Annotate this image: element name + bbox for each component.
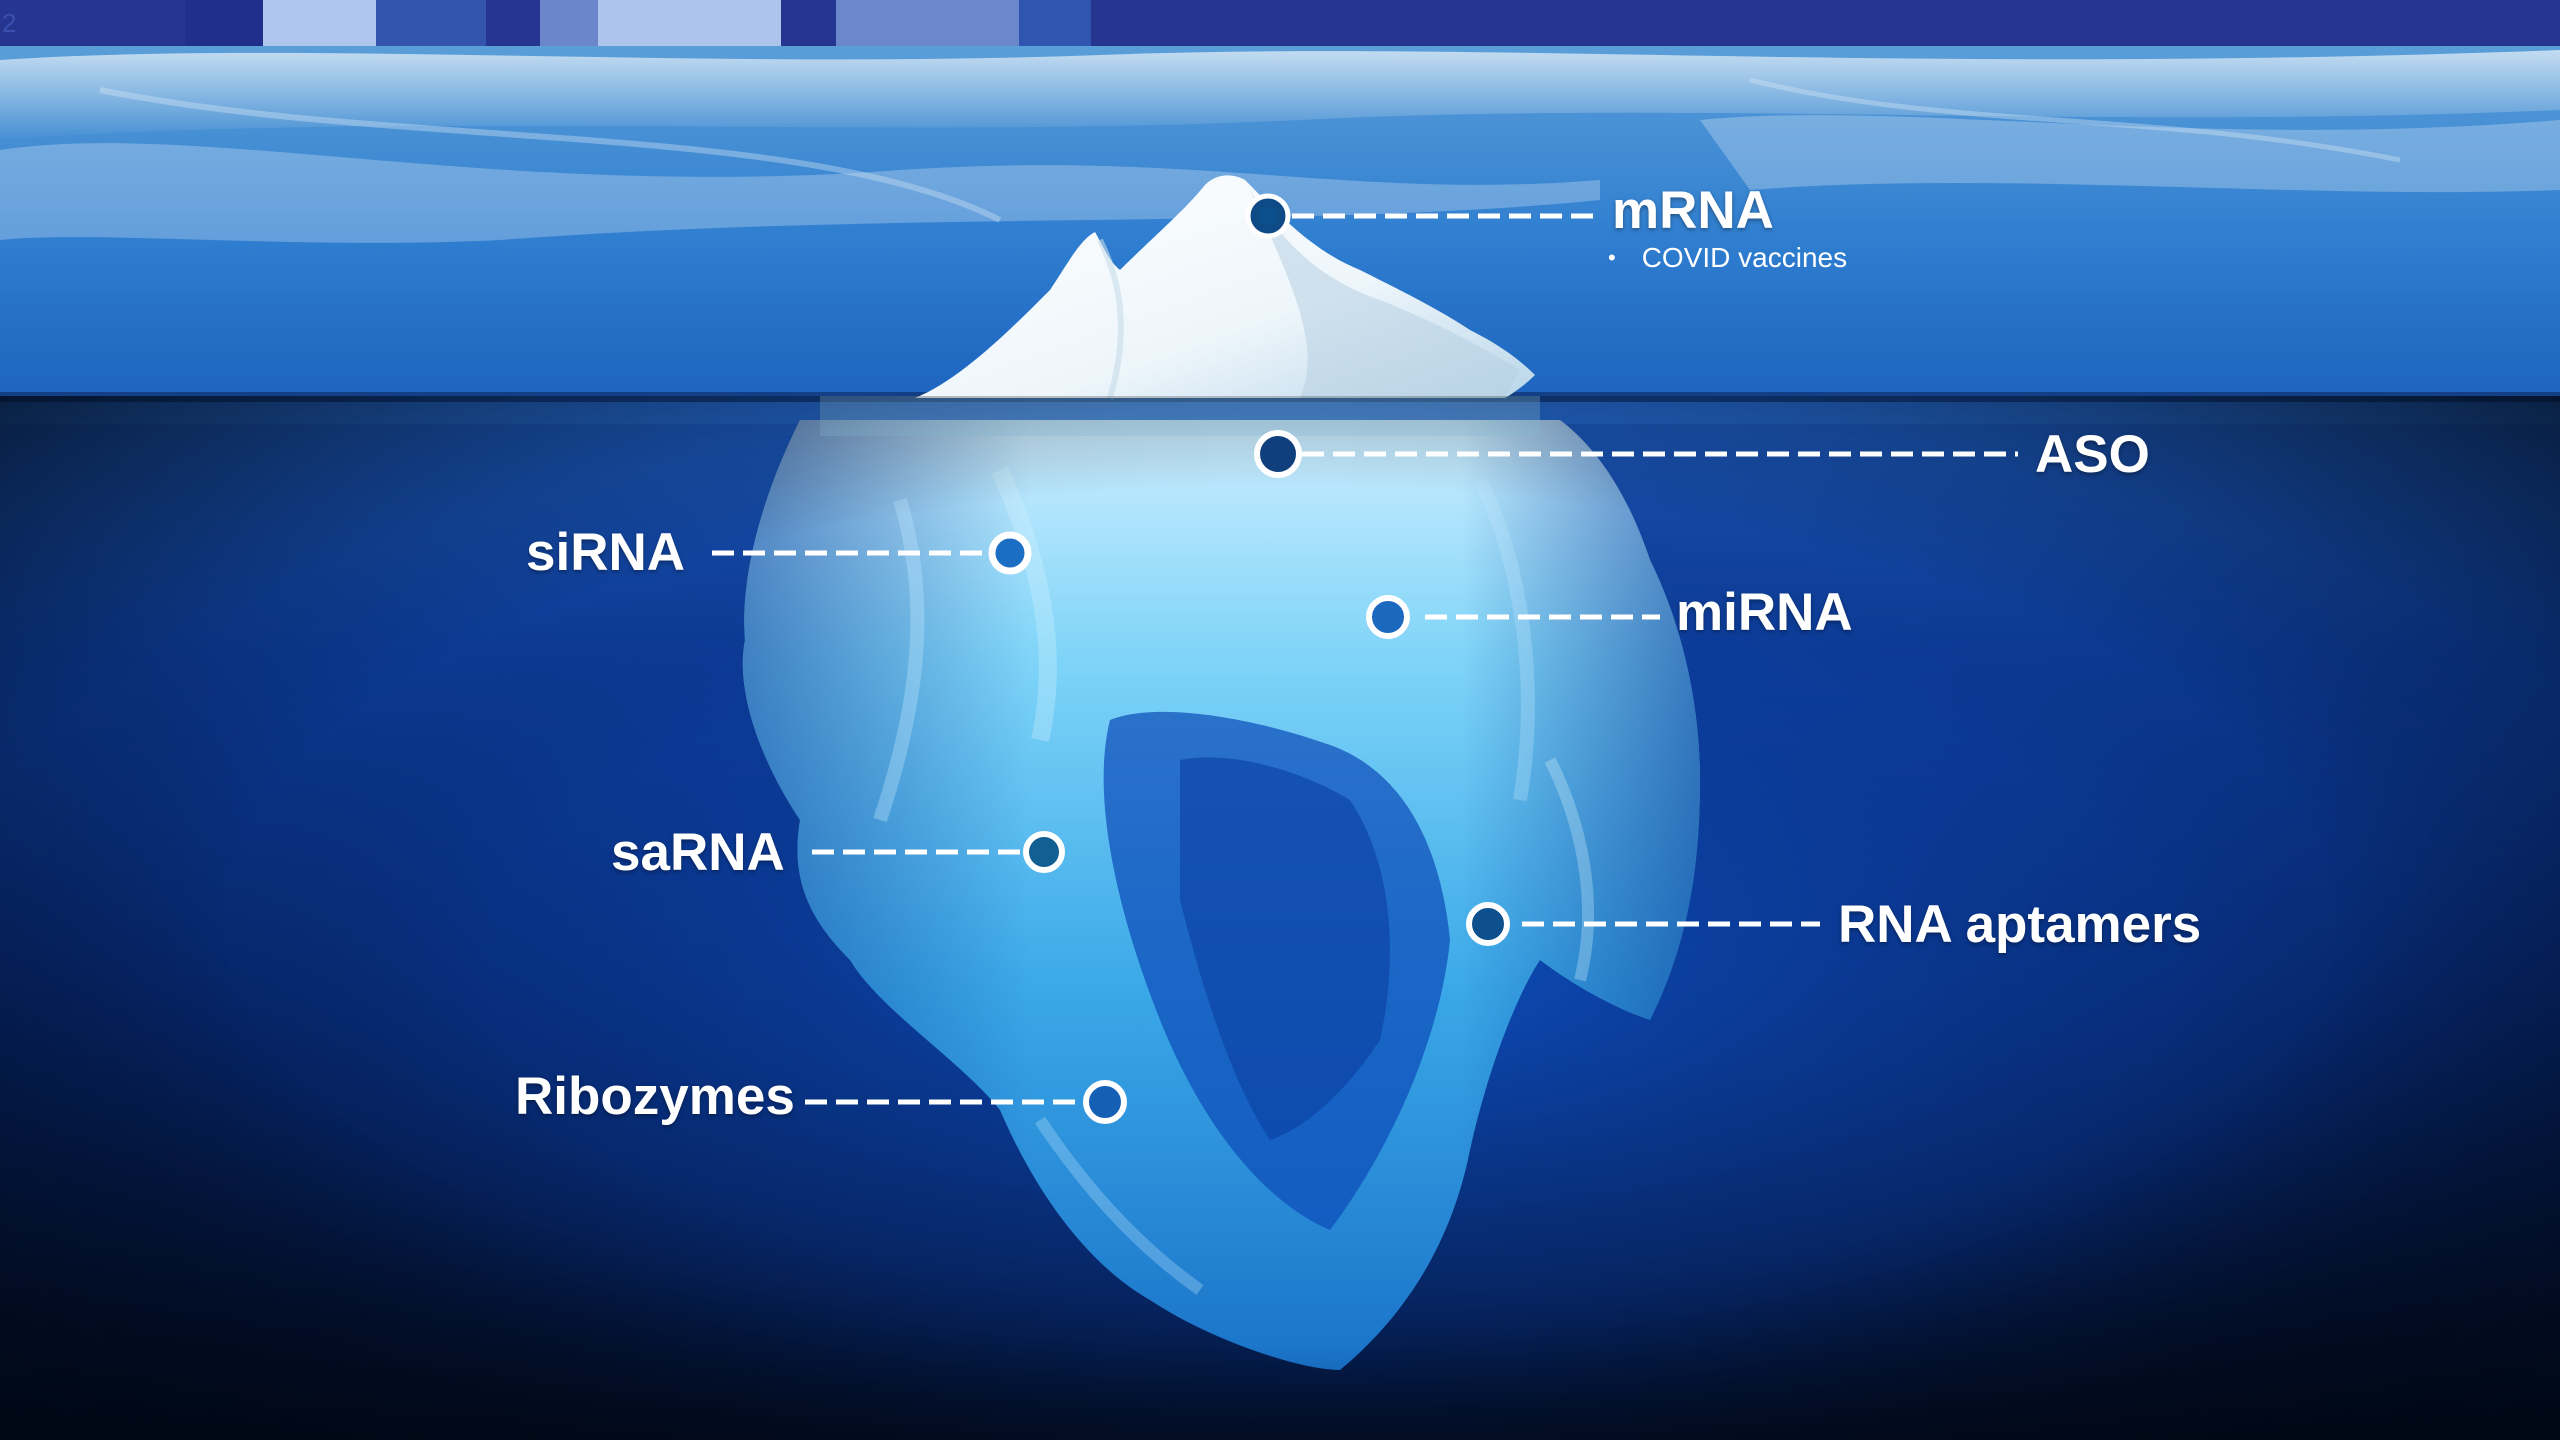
marker-rna-aptamers	[1469, 905, 1507, 943]
marker-mirna	[1369, 598, 1407, 636]
marker-sirna	[992, 535, 1028, 571]
header-bar: 2	[0, 0, 2560, 46]
header-bar-segment	[540, 0, 598, 46]
label-mrna: mRNA	[1612, 184, 1774, 237]
header-bar-segment	[836, 0, 1019, 46]
label-mirna: miRNA	[1676, 586, 1853, 639]
header-bar-segment	[598, 0, 781, 46]
label-aso: ASO	[2035, 428, 2150, 481]
label-sarna: saRNA	[611, 826, 785, 879]
header-bar-segment	[376, 0, 486, 46]
label-ribozymes: Ribozymes	[515, 1070, 795, 1123]
marker-aso	[1257, 433, 1299, 475]
mrna-bullet-item: • COVID vaccines	[1608, 244, 1847, 272]
label-sirna: siRNA	[526, 526, 685, 579]
header-bar-segment	[1019, 0, 1091, 46]
header-bar-segment	[185, 0, 263, 46]
bullet-dot-icon: •	[1608, 247, 1616, 269]
slide-number: 2	[2, 10, 16, 36]
marker-mrna	[1248, 196, 1288, 236]
label-rna-aptamers: RNA aptamers	[1838, 898, 2201, 951]
header-bar-segment	[263, 0, 376, 46]
marker-ribozymes	[1086, 1083, 1124, 1121]
mrna-bullet-text: COVID vaccines	[1642, 242, 1847, 273]
marker-sarna	[1026, 834, 1062, 870]
